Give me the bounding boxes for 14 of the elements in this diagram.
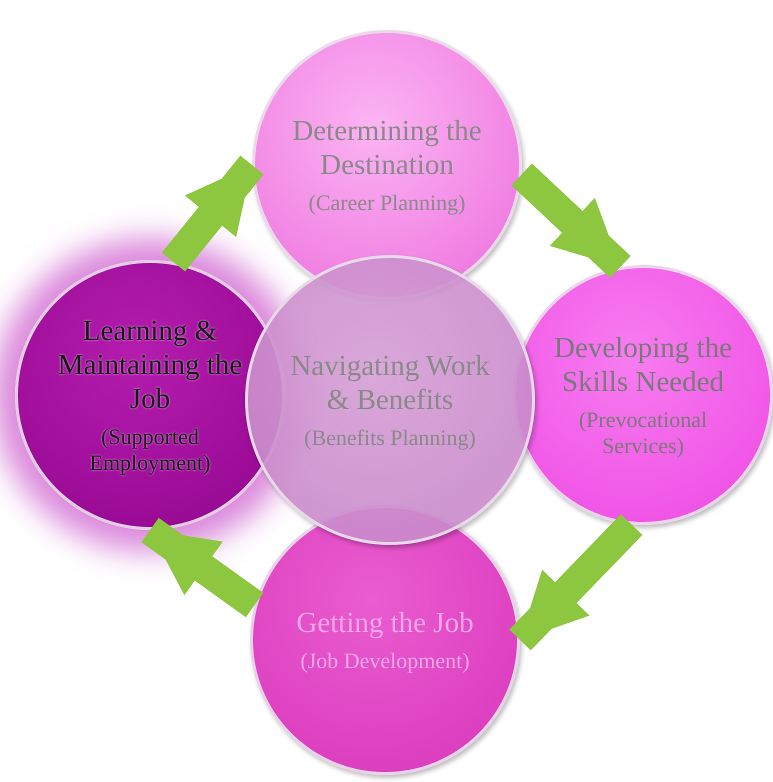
arrow <box>509 514 642 650</box>
arrow <box>162 156 264 272</box>
stage-title: Learning & Maintaining the Job <box>56 314 244 416</box>
stage-title: Navigating Work & Benefits <box>290 349 490 417</box>
stage-subtitle: (Benefits Planning) <box>303 425 477 451</box>
stage-title: Developing the Skills Needed <box>553 331 733 399</box>
stage-subtitle: (Job Development) <box>299 648 471 674</box>
arrow <box>511 163 631 278</box>
stage-title: Determining the Destination <box>292 114 482 182</box>
arrow <box>141 518 264 618</box>
stage-subtitle: (Supported Employment) <box>88 424 212 476</box>
stage-subtitle: (Prevocational Services) <box>578 407 708 459</box>
stage-subtitle: (Career Planning) <box>308 190 466 216</box>
stage-title: Getting the Job <box>295 606 475 640</box>
